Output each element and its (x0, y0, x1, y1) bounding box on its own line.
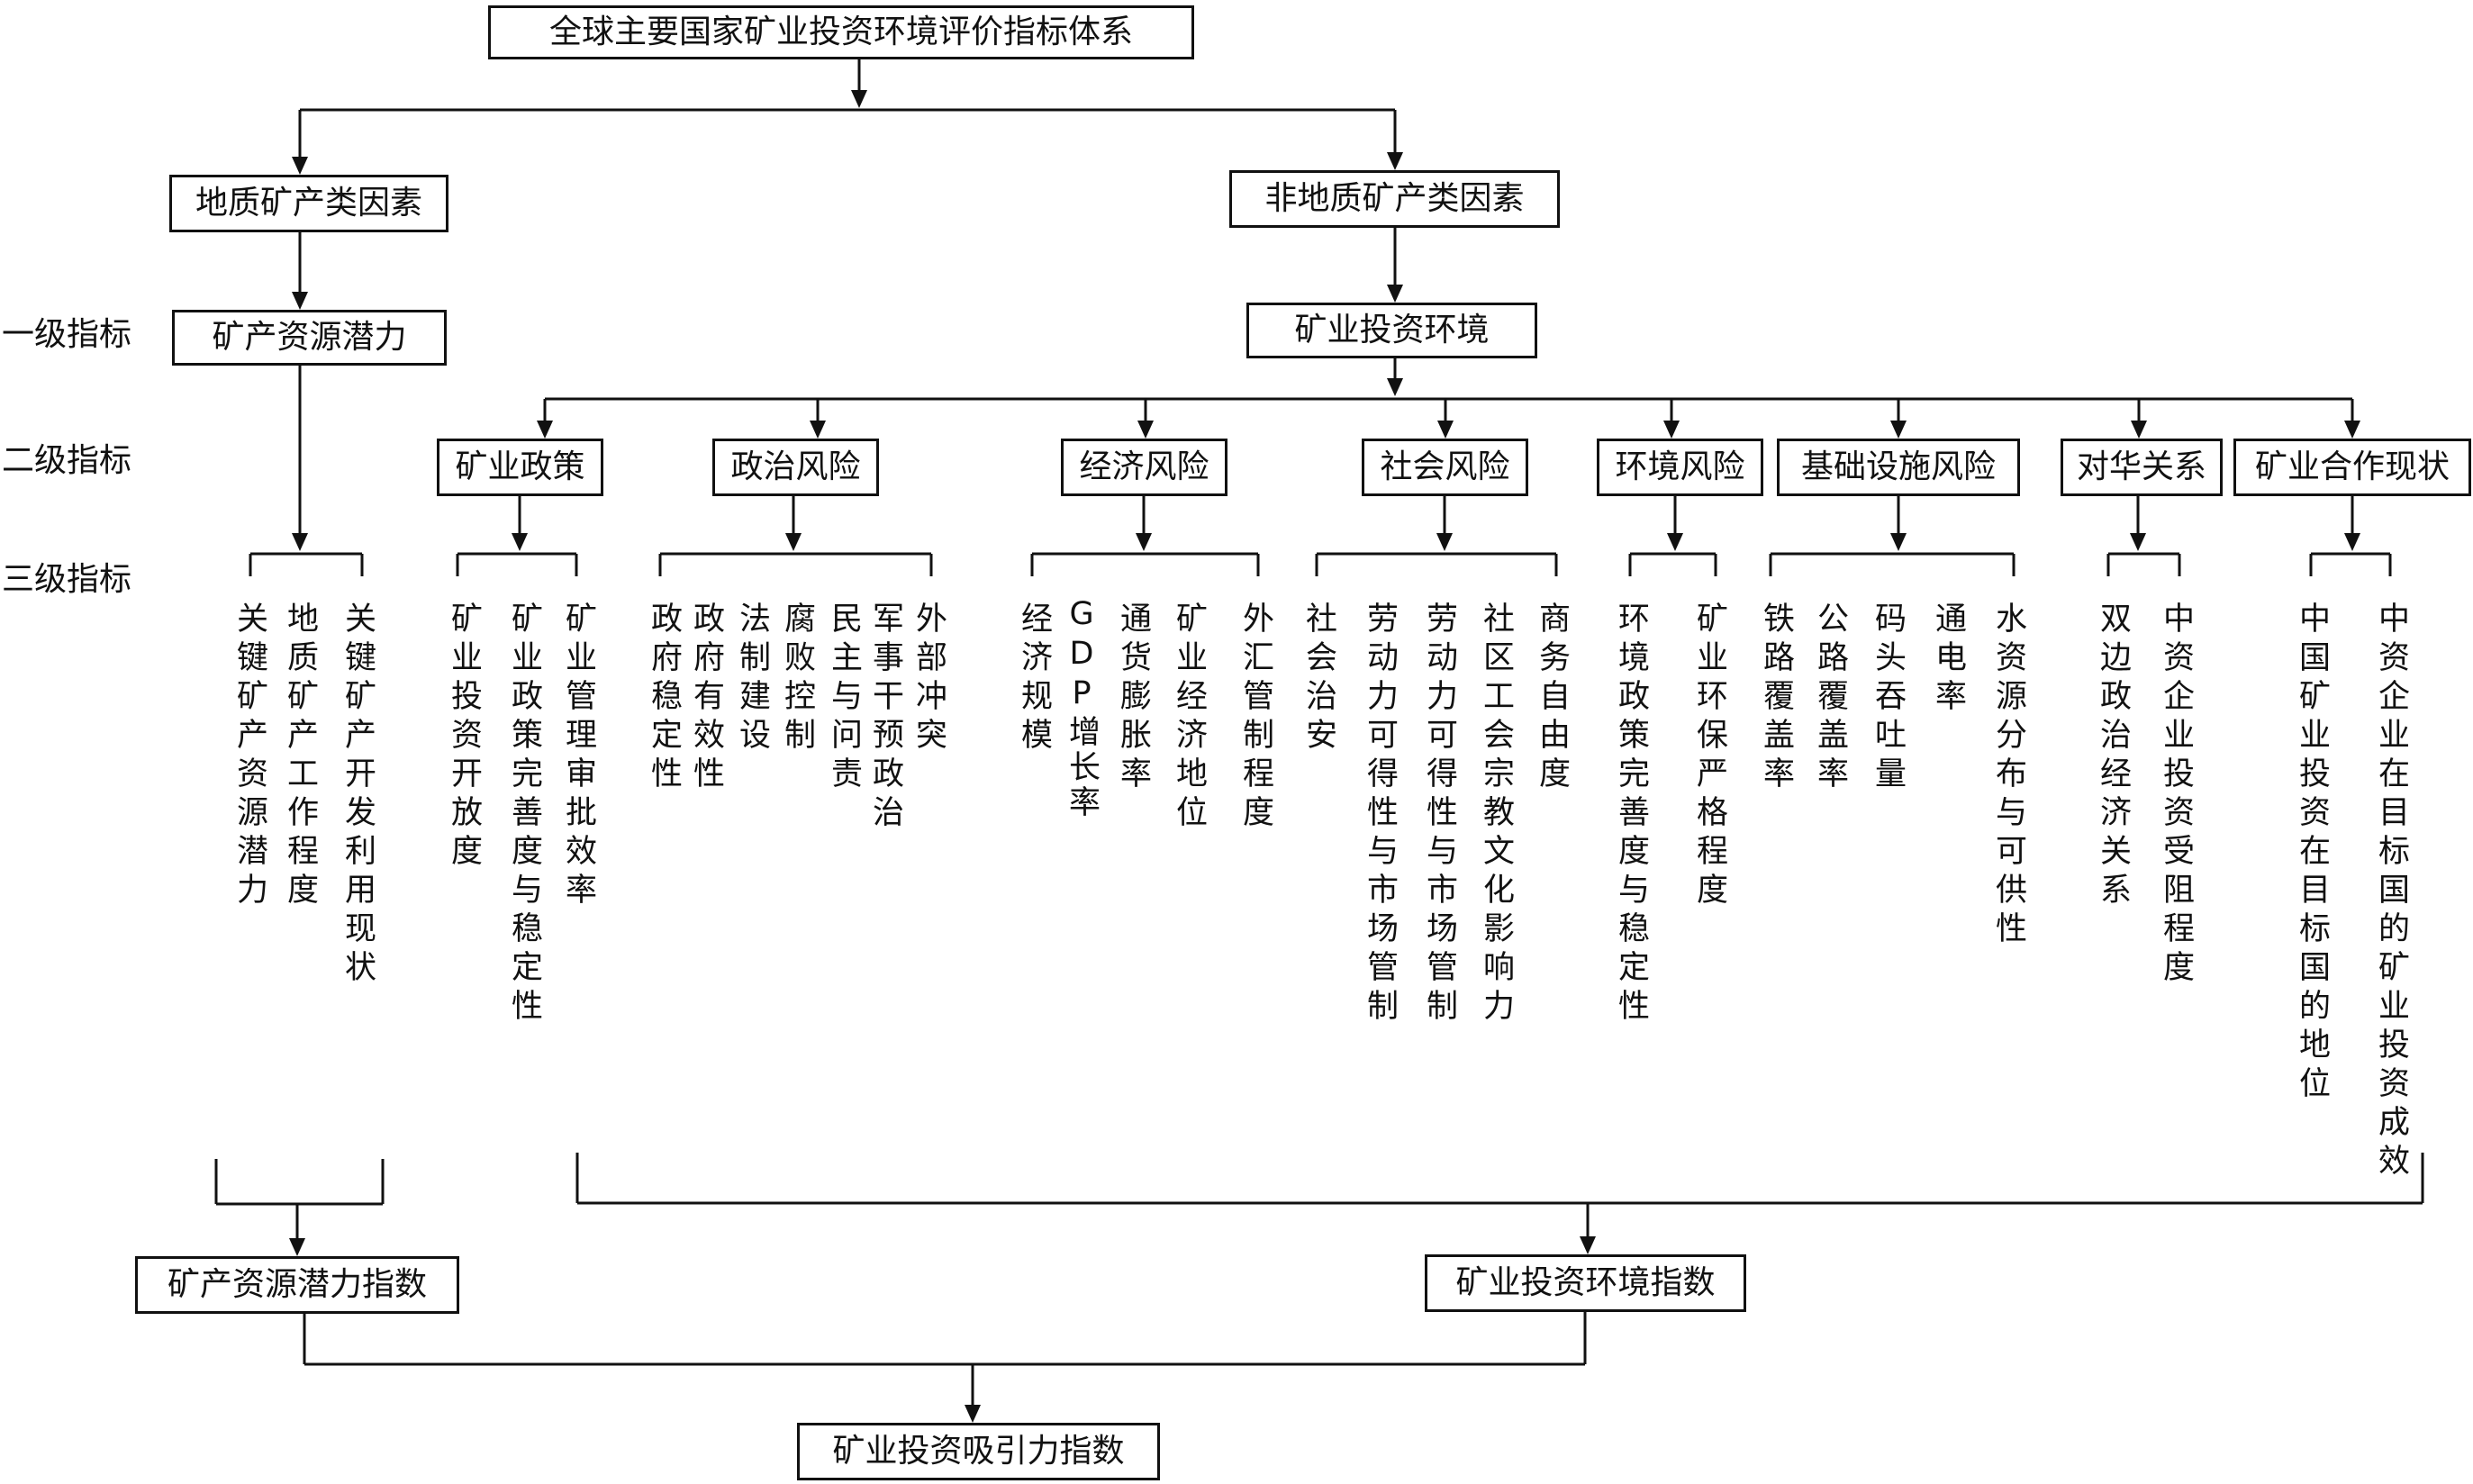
arrow-head-30 (1890, 421, 1907, 439)
nongeo-factor-box: 非地质矿产类因素 (1229, 170, 1560, 228)
arrow-head-56 (1667, 533, 1683, 551)
third-social-3: 劳动力可得性与市场管制 (1421, 602, 1457, 1027)
arrow-head-34 (2344, 421, 2360, 439)
potential-index-box: 矿产资源潜力指数 (135, 1256, 459, 1314)
third-political-6: 军事干预政治 (867, 602, 903, 834)
environment-index-box: 矿业投资环境指数 (1425, 1254, 1746, 1312)
third-cooperation-2: 中资企业在目标国的矿业投资成效 (2373, 602, 2409, 1182)
third-political-4: 腐败控制 (779, 602, 815, 756)
arrow-head-10 (1387, 285, 1403, 303)
arrow-head-26 (1437, 421, 1454, 439)
third-economic-3: 通货膨胀率 (1115, 602, 1151, 795)
third-social-2: 劳动力可得性与市场管制 (1362, 602, 1398, 1027)
arrow-head-79 (289, 1238, 305, 1256)
geo-factor-box: 地质矿产类因素 (169, 175, 448, 232)
third-political-5: 民主与问责 (826, 602, 862, 795)
arrow-head-17 (1387, 378, 1403, 396)
arrow-head-36 (512, 533, 528, 551)
third-environmental-1: 环境政策完善度与稳定性 (1613, 602, 1649, 1027)
arrow-head-8 (292, 292, 308, 310)
third-infrastructure-4: 通电率 (1930, 602, 1966, 718)
second-box-policy: 矿业政策 (437, 439, 603, 496)
arrow-head-6 (1387, 152, 1403, 170)
third-economic-2: GDP增长率 (1064, 596, 1100, 820)
arrow-head-46 (1136, 533, 1152, 551)
third-infrastructure-1: 铁路覆盖率 (1758, 602, 1794, 795)
arrow-head-1 (851, 90, 867, 108)
arrow-head-24 (1137, 421, 1154, 439)
third-political-7: 外部冲突 (910, 602, 947, 756)
arrow-head-41 (785, 533, 802, 551)
third-policy-2: 矿业政策完善度与稳定性 (506, 602, 542, 1027)
third-economic-4: 矿业经济地位 (1171, 602, 1207, 834)
third-economic-1: 经济规模 (1016, 602, 1052, 756)
arrow-head-84 (1580, 1236, 1596, 1254)
second-box-political: 政治风险 (712, 439, 879, 496)
third-china-2: 中资企业投资受阻程度 (2158, 602, 2194, 989)
third-political-2: 政府有效性 (688, 602, 724, 795)
arrow-head-32 (2131, 421, 2147, 439)
third-infrastructure-5: 水资源分布与可供性 (1990, 602, 2026, 950)
arrow-head-22 (810, 421, 826, 439)
arrow-head-66 (2130, 533, 2146, 551)
third-china-1: 双边政治经济关系 (2095, 602, 2131, 911)
third-infrastructure-3: 码头吞吐量 (1870, 602, 1906, 795)
second-box-social: 社会风险 (1362, 439, 1528, 496)
third-political-1: 政府稳定性 (646, 602, 682, 795)
arrow-head-28 (1663, 421, 1680, 439)
second-box-environmental: 环境风险 (1597, 439, 1763, 496)
arrow-head-51 (1436, 533, 1453, 551)
arrow-head-61 (1890, 533, 1907, 551)
nongeo-first-box: 矿业投资环境 (1246, 303, 1537, 358)
level-label-second: 二级指标 (2, 442, 132, 479)
third-social-1: 社会治安 (1300, 602, 1336, 756)
third-economic-5: 外汇管制程度 (1237, 602, 1273, 834)
third-social-5: 商务自由度 (1534, 602, 1570, 795)
third-environmental-2: 矿业环保严格程度 (1691, 602, 1727, 911)
third-policy-1: 矿业投资开放度 (446, 602, 482, 873)
level-label-third: 三级指标 (2, 561, 132, 598)
second-box-economic: 经济风险 (1061, 439, 1227, 496)
arrow-head-4 (292, 157, 308, 175)
third-geo-2: 地质矿产工作程度 (282, 602, 318, 911)
third-policy-3: 矿业管理审批效率 (560, 602, 596, 911)
second-box-infrastructure: 基础设施风险 (1777, 439, 2020, 496)
third-geo-3: 关键矿产开发利用现状 (340, 602, 376, 989)
third-infrastructure-2: 公路覆盖率 (1812, 602, 1848, 795)
third-cooperation-1: 中国矿业投资在目标国的地位 (2294, 602, 2330, 1105)
third-social-4: 社区工会宗教文化影响力 (1478, 602, 1514, 1027)
arrow-head-12 (292, 533, 308, 551)
second-box-cooperation: 矿业合作现状 (2233, 439, 2471, 496)
arrow-head-71 (2344, 533, 2360, 551)
third-geo-1: 关键矿产资源潜力 (231, 602, 267, 911)
level-label-first: 一级指标 (2, 316, 132, 353)
geo-first-box: 矿产资源潜力 (172, 310, 447, 366)
attraction-index-box: 矿业投资吸引力指数 (797, 1423, 1160, 1480)
arrow-head-89 (965, 1405, 981, 1423)
root-title-box: 全球主要国家矿业投资环境评价指标体系 (488, 5, 1194, 59)
second-box-china-relations: 对华关系 (2061, 439, 2223, 496)
third-political-3: 法制建设 (734, 602, 770, 756)
arrow-head-20 (537, 421, 553, 439)
